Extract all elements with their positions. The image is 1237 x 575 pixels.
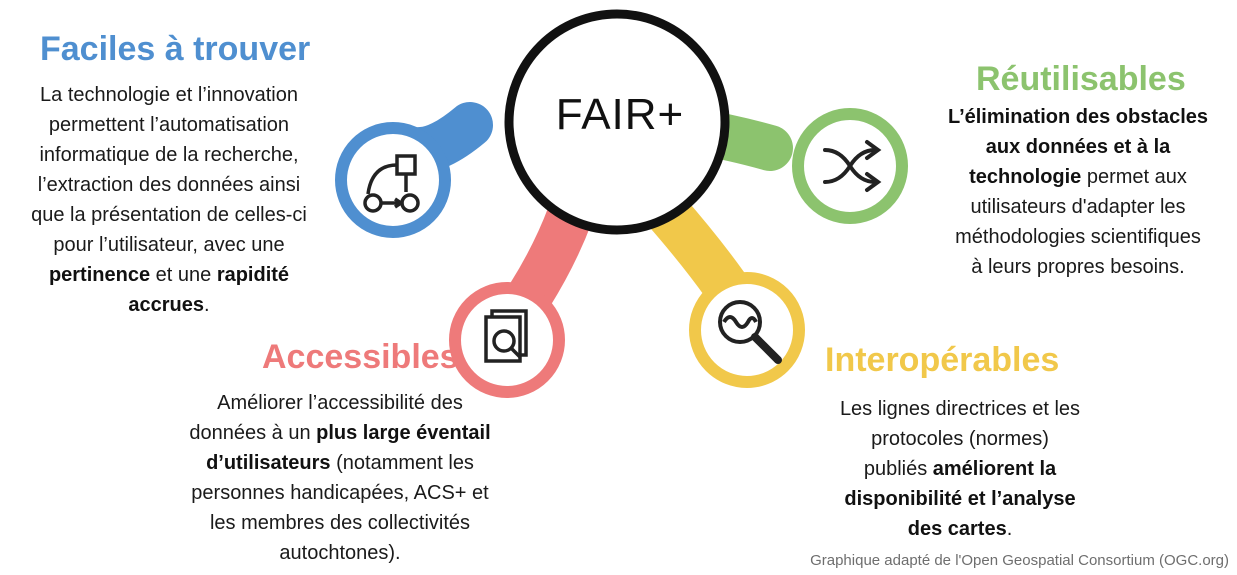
title-accessibles: Accessibles xyxy=(262,338,459,376)
center-label: FAIR+ xyxy=(555,90,685,139)
node-yellow xyxy=(689,272,805,388)
text-segment: publiés xyxy=(863,458,933,480)
text-line: d’utilisateurs (notamment les xyxy=(160,448,520,478)
text-segment: l’extraction des données ainsi xyxy=(37,174,301,196)
text-segment: Améliorer l’accessibilité des xyxy=(217,392,463,414)
text-segment: données à un xyxy=(189,422,317,444)
text-line: méthodologies scientifiques xyxy=(918,222,1237,252)
node-blue xyxy=(335,122,451,238)
bold-segment: accrues xyxy=(128,294,205,316)
text-line: La technologie et l’innovation xyxy=(0,80,338,110)
bold-segment: pertinence xyxy=(48,264,151,286)
text-segment: les membres des collectivités xyxy=(209,512,471,534)
text-line: permettent l’automatisation xyxy=(0,110,338,140)
workflow-icon xyxy=(363,154,420,213)
text-reutilisables: L’élimination des obstacles aux données e… xyxy=(918,102,1237,282)
text-line: L’élimination des obstacles xyxy=(918,102,1237,132)
text-segment: que la présentation de celles-ci xyxy=(31,204,307,226)
signal-magnifier-icon xyxy=(718,300,782,364)
text-segment: autochtones). xyxy=(279,542,401,564)
text-line: Les lignes directrices et les xyxy=(800,394,1120,424)
text-segment: permet aux xyxy=(1081,166,1187,188)
bold-segment: rapidité xyxy=(216,264,290,286)
text-segment: . xyxy=(204,294,210,316)
arm-red xyxy=(507,192,593,318)
text-line: aux données et à la xyxy=(918,132,1237,162)
bold-segment: aux données et à la xyxy=(985,136,1171,158)
shuffle-arrows-icon xyxy=(823,140,882,192)
text-segment: permettent l’automatisation xyxy=(48,114,290,136)
text-segment: (notamment les xyxy=(330,452,474,474)
text-segment: et une xyxy=(150,264,217,286)
text-line: pertinence et une rapidité xyxy=(0,260,338,290)
bold-segment: d’utilisateurs xyxy=(206,452,331,474)
text-segment: pour l’utilisateur, avec une xyxy=(53,234,285,256)
title-reutilisables: Réutilisables xyxy=(976,60,1186,98)
text-line: utilisateurs d'adapter les xyxy=(918,192,1237,222)
text-line: Améliorer l’accessibilité des xyxy=(160,388,520,418)
text-line: des cartes. xyxy=(800,514,1120,544)
text-interoperables: Les lignes directrices et les protocoles … xyxy=(800,394,1120,544)
text-line: l’extraction des données ainsi xyxy=(0,170,338,200)
bold-segment: disponibilité et l’analyse xyxy=(844,488,1076,510)
text-line: pour l’utilisateur, avec une xyxy=(0,230,338,260)
text-line: données à un plus large éventail xyxy=(160,418,520,448)
text-line: informatique de la recherche, xyxy=(0,140,338,170)
text-accessibles: Améliorer l’accessibilité des données à u… xyxy=(160,388,520,568)
text-line: les membres des collectivités xyxy=(160,508,520,538)
text-line: que la présentation de celles-ci xyxy=(0,200,338,230)
text-segment: Les lignes directrices et les xyxy=(839,398,1081,420)
text-line: disponibilité et l’analyse xyxy=(800,484,1120,514)
bold-segment: améliorent la xyxy=(932,458,1057,480)
text-segment: à leurs propres besoins. xyxy=(971,256,1185,278)
text-segment: protocoles (normes) xyxy=(871,428,1049,450)
text-line: accrues. xyxy=(0,290,338,320)
title-faciles: Faciles à trouver xyxy=(40,30,311,68)
bold-segment: plus large éventail xyxy=(316,422,491,444)
text-segment: La technologie et l’innovation xyxy=(40,84,298,106)
credit-line: Graphique adapté de l'Open Geospatial Co… xyxy=(810,552,1229,569)
text-line: autochtones). xyxy=(160,538,520,568)
text-segment: méthodologies scientifiques xyxy=(955,226,1201,248)
bold-segment: L’élimination des obstacles xyxy=(947,106,1209,128)
text-line: à leurs propres besoins. xyxy=(918,252,1237,282)
document-search-icon xyxy=(484,309,528,363)
text-line: personnes handicapées, ACS+ et xyxy=(160,478,520,508)
bold-segment: des cartes xyxy=(907,518,1007,540)
title-interoperables: Interopérables xyxy=(825,341,1060,379)
bold-segment: technologie xyxy=(969,166,1082,188)
text-segment: . xyxy=(1006,518,1013,540)
center-circle xyxy=(504,9,730,235)
text-line: protocoles (normes) xyxy=(800,424,1120,454)
text-segment: utilisateurs d'adapter les xyxy=(970,196,1186,218)
arm-yellow xyxy=(642,187,748,308)
text-faciles: La technologie et l’innovation permettent… xyxy=(0,80,338,320)
text-line: publiés améliorent la xyxy=(800,454,1120,484)
text-segment: informatique de la recherche, xyxy=(39,144,299,166)
text-segment: personnes handicapées, ACS+ et xyxy=(191,482,489,504)
text-line: technologie permet aux xyxy=(918,162,1237,192)
